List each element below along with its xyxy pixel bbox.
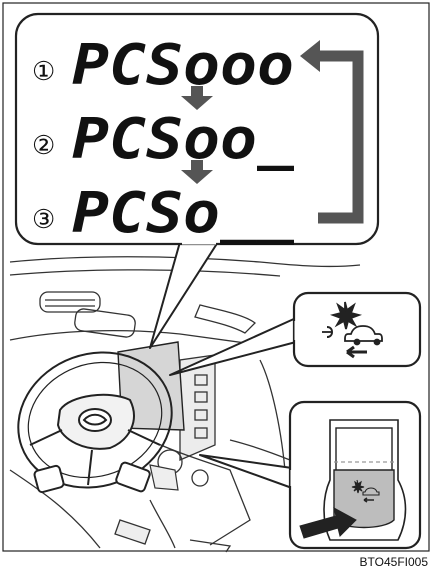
figure-code: BTO45FI005: [344, 553, 428, 571]
step-number-3: ③: [32, 204, 55, 234]
pcs-display-step-3: PCSo__: [72, 181, 294, 246]
pcs-display-step-1: PCSooo: [72, 33, 294, 98]
pcs-display-step-2: PCSoo_: [72, 107, 294, 172]
switch-callout: [200, 402, 420, 548]
indicator-callout: [170, 293, 420, 375]
steering-column: [150, 465, 178, 490]
indicator-callout-frame: [294, 293, 420, 366]
step-number-1: ①: [32, 56, 55, 86]
step-number-2: ②: [32, 130, 55, 160]
